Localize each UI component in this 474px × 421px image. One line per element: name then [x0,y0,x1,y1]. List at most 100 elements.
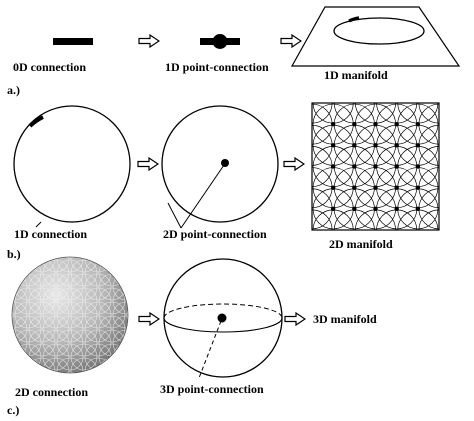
sphere-pattern-circle [112,257,128,273]
lattice-dot [373,185,378,190]
sphere-pattern-circle [70,343,98,371]
sphere-pattern-circle [12,343,28,371]
connection-arc [28,115,44,128]
lattice-dot [415,206,421,212]
sphere-pattern-circle [98,257,126,273]
lattice-dot [330,206,336,212]
sphere-pattern-circle [12,273,14,301]
sphere-pattern-circle [42,301,70,329]
lattice-dot [330,164,336,169]
zero-d-connection-label: 0D connection [13,60,86,74]
plane [290,6,461,67]
lattice-dot [352,164,357,169]
two-d-connection-sphere [11,256,129,374]
lattice-dot [394,164,399,169]
lattice-dot [330,185,336,190]
equator-front [163,317,283,333]
sphere-pattern-circle [12,315,14,343]
sphere-pattern-circle [70,273,98,301]
hollow-right-arrow-icon [138,34,160,48]
sphere-pattern-circle [12,357,28,373]
sphere-pattern-circle [56,343,84,371]
lattice-dot [394,143,399,148]
sphere-pattern-circle [56,357,84,373]
dot-lattice [330,121,421,212]
disk-circle [161,105,279,223]
row-a-marker: a.) [7,83,20,97]
one-d-connection-label: 1D connection [14,227,87,241]
lattice-dot [352,185,357,190]
lattice-dot [394,185,399,190]
sphere-pattern-circle [56,257,84,259]
connection-point [212,34,228,49]
sphere-pattern-circle [28,273,56,301]
leader-line [180,164,225,229]
sphere-pattern-circle [84,301,112,329]
sphere-pattern-circle [70,301,98,329]
sphere-pattern-circle [126,273,128,301]
sphere-pattern-circle [12,259,28,287]
sphere-pattern-circle [84,273,112,301]
sphere-pattern-circle [84,329,112,357]
sphere-pattern-circle [56,257,84,273]
lattice-dot [352,143,357,148]
two-d-manifold-figure [311,102,440,231]
row-a: 0D connection 1D point-connection 1D man… [7,6,461,97]
sphere-pattern-circle [28,315,56,343]
row-b-marker: b.) [7,247,21,261]
sphere-pattern-circle [56,273,84,301]
three-d-point-connection-label: 3D point-connection [160,382,264,396]
sphere-pattern-circle [42,343,70,371]
one-d-point-connection-figure [200,34,240,49]
sphere-pattern-circle [126,287,128,315]
sphere-pattern-circle [56,259,84,287]
lattice-dot [394,121,399,127]
sphere-pattern-circle [14,315,42,343]
sphere-pattern-circle [126,343,128,371]
connection-segment [348,16,360,23]
sphere-pattern-circle [112,257,128,259]
lattice-dot [415,121,421,127]
sphere-pattern-circle [84,371,112,373]
sphere-pattern-circle [28,301,56,329]
lattice-dot [415,185,421,190]
sphere-pattern-circle [12,287,14,315]
hollow-right-arrow-icon [284,312,306,326]
two-d-point-connection-figure [161,105,279,229]
two-d-connection-label: 2D connection [15,385,88,399]
one-d-connection-circle [13,105,131,223]
three-d-manifold-label: 3D manifold [313,312,377,326]
sphere-pattern-circle [126,259,128,287]
sphere-pattern-circle [12,357,14,373]
sphere-pattern-circle [12,343,14,371]
sphere-pattern-circle [70,329,98,357]
sphere-pattern-circle [12,329,14,357]
lattice-dot [373,206,378,212]
leader-line [167,202,182,229]
two-d-point-connection-label: 2D point-connection [163,227,267,241]
lattice-dot [373,143,378,148]
lattice-dot [352,121,357,127]
one-d-point-connection-label: 1D point-connection [165,60,269,74]
sphere-pattern-circle [70,259,98,287]
leader-line [198,320,222,379]
sphere-pattern-circle [126,329,128,357]
closed-curve [333,17,425,45]
lattice-dot [394,206,399,212]
lattice-dot [352,206,357,212]
sphere-pattern-circle [42,329,70,357]
sphere-pattern-circle [126,357,128,373]
connection-point [217,313,227,323]
sphere-pattern-circle [70,315,98,343]
sphere-pattern-circle [28,329,56,357]
sphere-pattern-circle [42,287,70,315]
manifold-square-border [311,102,440,231]
sphere-pattern-circle [14,301,42,329]
sphere-body [12,257,128,373]
sphere-pattern-circle [84,315,112,343]
sphere-pattern-circle [98,301,126,329]
row-c-marker: c.) [7,403,19,417]
sphere-pattern-circle [84,257,112,259]
sphere-pattern-circle [98,371,126,373]
